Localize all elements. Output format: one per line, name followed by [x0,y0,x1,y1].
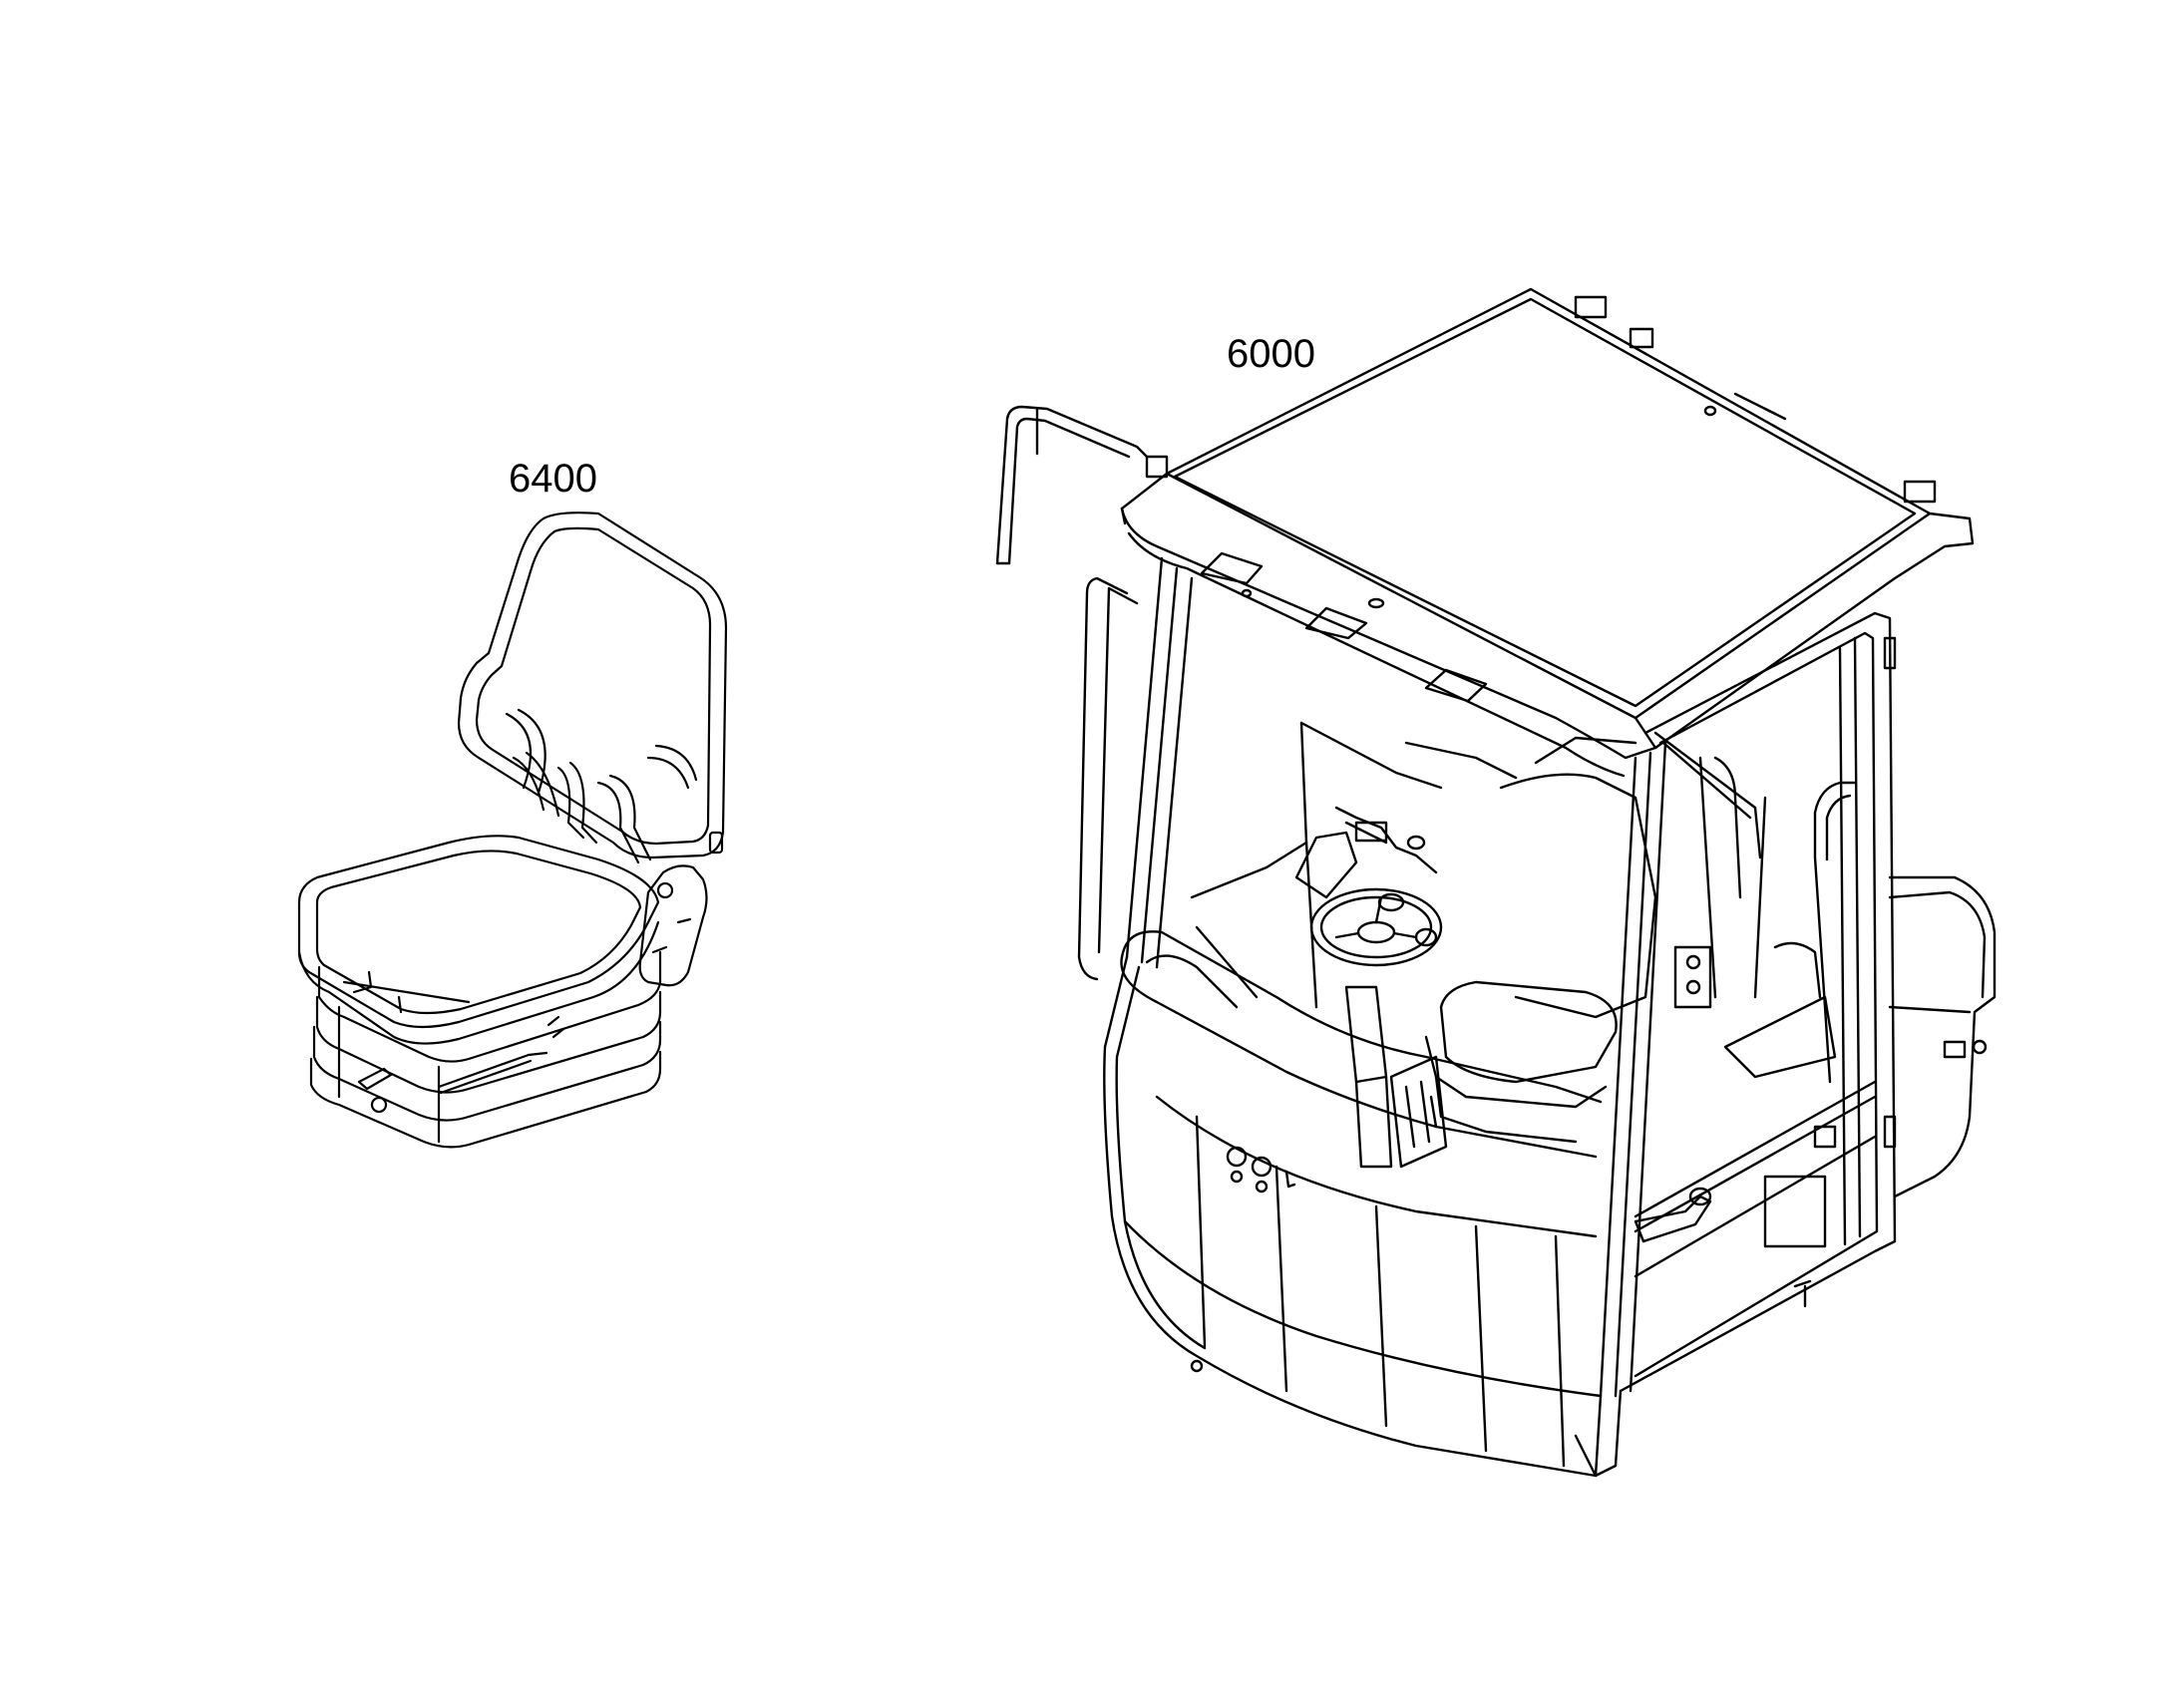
part-number-cab: 6000 [1227,332,1315,376]
part-number-seat: 6400 [509,457,597,501]
